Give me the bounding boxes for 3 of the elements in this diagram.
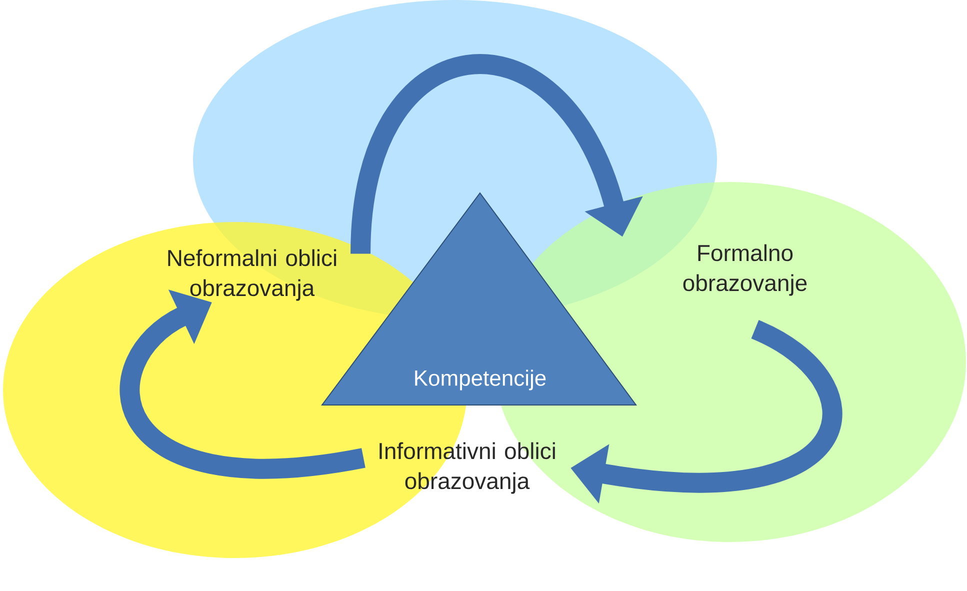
node-label: Formalno obrazovanje [683,244,807,296]
curved-arrow [120,290,365,479]
curved-arrow [350,54,643,254]
